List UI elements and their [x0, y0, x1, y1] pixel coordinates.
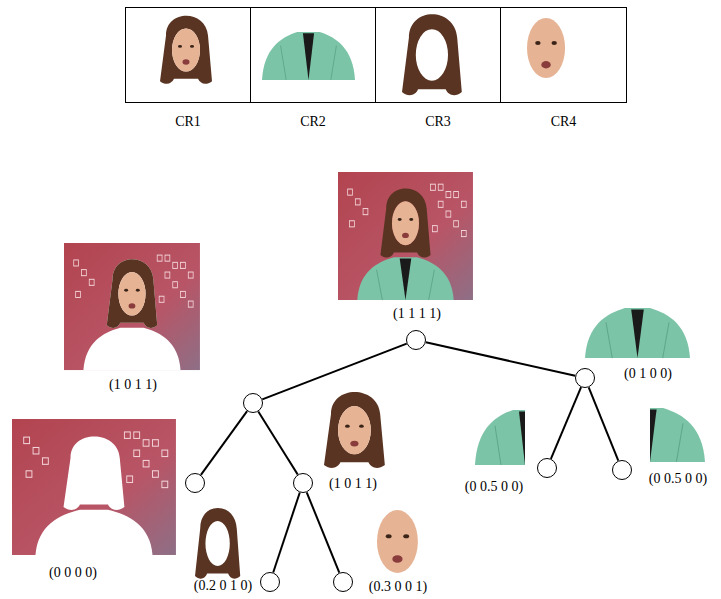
- component-cell: CR3: [375, 7, 501, 103]
- component-cell: CR2: [250, 7, 376, 103]
- tree-node: (1 0 1 1): [243, 393, 263, 413]
- tree-edge: [201, 411, 247, 475]
- tree-edge: [426, 342, 575, 376]
- jacket-image: [262, 32, 355, 80]
- tree-node: (0 0 0 0): [185, 473, 205, 493]
- tree-node: (1 1 1 1): [406, 330, 426, 350]
- hair-image: [402, 14, 462, 95]
- face-image: [377, 510, 418, 573]
- weight-vector: (0 1 0 0): [624, 366, 672, 381]
- weight-vector: (0.3 0 0 1): [369, 579, 427, 594]
- jacket-image: [585, 308, 690, 358]
- weight-vector: (1 1 1 1): [393, 306, 441, 321]
- weight-vector: (1 0 1 1): [329, 476, 377, 491]
- tree-edge: [589, 387, 619, 460]
- tree-node: (1 0 1 1): [293, 473, 313, 493]
- face-hair-image: [160, 16, 212, 84]
- face-hair-image: [324, 392, 385, 468]
- tree-edge: [262, 344, 406, 400]
- jacket-right-half: [595, 408, 705, 462]
- weight-vector: (0.2 0 1 0): [194, 578, 252, 593]
- hair-image: [195, 508, 240, 579]
- weight-vector: (0 0.5 0 0): [465, 479, 523, 494]
- face-image: [527, 18, 565, 78]
- tree-edge: [273, 493, 300, 573]
- weight-vector: (0 0.5 0 0): [649, 471, 707, 486]
- tree-node: (0.3 0 0 1): [333, 572, 353, 592]
- frame-without-jacket: [64, 243, 200, 370]
- component-cell: CR1: [125, 7, 251, 103]
- component-cell: CR4: [500, 7, 627, 103]
- component-label: CR4: [551, 114, 577, 129]
- tree-edge: [307, 492, 340, 572]
- component-label: CR1: [175, 114, 201, 129]
- tree-edge: [258, 412, 297, 475]
- weight-vector: (0 0 0 0): [49, 565, 97, 580]
- background-image: [12, 419, 176, 555]
- tree-node: (0.2 0 1 0): [260, 572, 280, 592]
- component-label: CR2: [300, 114, 326, 129]
- component-label: CR3: [425, 114, 451, 129]
- tree-node: (0 1 0 0): [575, 368, 595, 388]
- tree-node: (0 0.5 0 0): [612, 460, 632, 480]
- tree-edge: [551, 387, 581, 459]
- weight-vector: (1 0 1 1): [109, 377, 157, 392]
- full-frame-image: [338, 172, 473, 300]
- tree-node: (0 0.5 0 0): [537, 458, 557, 478]
